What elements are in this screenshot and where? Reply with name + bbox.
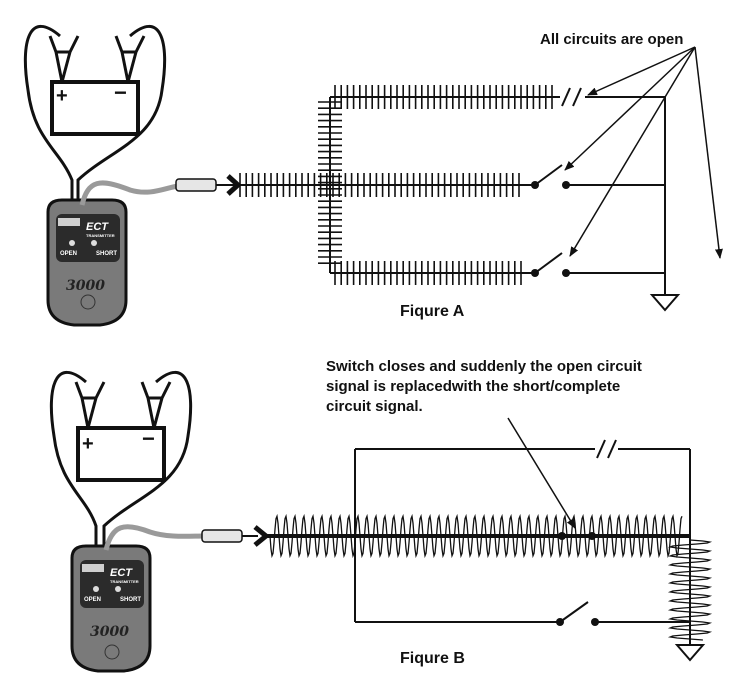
arrow-a-break [587, 46, 696, 96]
annotation-b-line-1: Switch closes and suddenly the open circ… [326, 358, 642, 375]
open-led-a [69, 240, 75, 246]
switch-a-middle [531, 164, 570, 189]
battery-a-minus: − [114, 80, 127, 105]
caption-a: Fiqure A [400, 303, 465, 320]
arrow-a-switch-middle [564, 46, 696, 171]
transmitter-b-subtitle: TRANSMITTER [110, 579, 139, 584]
ground-a [649, 294, 681, 312]
arrow-a-right [694, 46, 723, 259]
open-label-a: OPEN [60, 251, 77, 257]
transmitter-b: ECT TRANSMITTER OPEN SHORT 3000 [70, 544, 152, 673]
signal-coil-vertical [667, 539, 713, 641]
open-label-b: OPEN [84, 597, 101, 603]
battery-b: + − [49, 370, 193, 556]
circuit-b-break [596, 439, 617, 459]
short-label-b: SHORT [120, 597, 141, 603]
open-led-b [93, 586, 99, 592]
probe-b [201, 529, 243, 543]
signal-ticks-a [239, 85, 553, 285]
probe-cable-a [79, 180, 179, 206]
probe-cable-b [103, 524, 205, 551]
lead-a-black [76, 24, 167, 210]
signal-coil-horizontal [269, 513, 683, 559]
clamp-a-negative [114, 35, 146, 83]
switch-b-open [556, 601, 599, 626]
dial-a [80, 294, 96, 310]
transmitter-a-logo [58, 218, 80, 226]
battery-b-minus: − [142, 426, 155, 451]
transmitter-a: ECT TRANSMITTER OPEN SHORT 3000 [46, 198, 128, 327]
annotation-b-line-3: circuit signal. [326, 398, 423, 415]
clamp-a-positive [48, 35, 80, 83]
probe-a [175, 178, 217, 192]
transmitter-a-subtitle: TRANSMITTER [86, 233, 115, 238]
battery-b-body [76, 426, 166, 482]
arrow-b-switch [507, 417, 576, 529]
annotation-b-line-2: signal is replacedwith the short/complet… [326, 378, 620, 395]
clamp-b-positive [74, 381, 106, 429]
transmitter-a-model: ECT [86, 221, 109, 233]
dial-b [104, 644, 120, 660]
figure-b: + − ECT TRANSMITTER OPEN SHORT 3000 [49, 358, 713, 673]
arrow-a-switch-bottom [569, 46, 696, 257]
lead-b-red [49, 370, 98, 556]
lead-b-black [102, 370, 193, 556]
caption-b: Fiqure B [400, 650, 465, 667]
transmitter-b-model: ECT [110, 567, 133, 579]
annotation-a: All circuits are open [540, 31, 683, 48]
short-led-b [115, 586, 121, 592]
battery-a-body [50, 80, 140, 136]
transmitter-b-number: 3000 [90, 624, 129, 640]
short-label-a: SHORT [96, 251, 117, 257]
battery-a: + − [23, 24, 167, 210]
circuit-a-break [561, 87, 582, 107]
short-led-a [91, 240, 97, 246]
lead-a-red [23, 24, 74, 210]
battery-b-plus: + [82, 433, 94, 455]
figure-a: + − ECT TRANSMITTER OPEN SHORT 3000 [23, 24, 723, 327]
battery-a-plus: + [56, 85, 68, 107]
signal-coils-b [269, 513, 713, 641]
switch-a-bottom [531, 252, 570, 277]
clamp-b-negative [140, 381, 172, 429]
ground-b [674, 644, 706, 662]
transmitter-a-number: 3000 [66, 278, 105, 294]
transmitter-b-logo [82, 564, 104, 572]
